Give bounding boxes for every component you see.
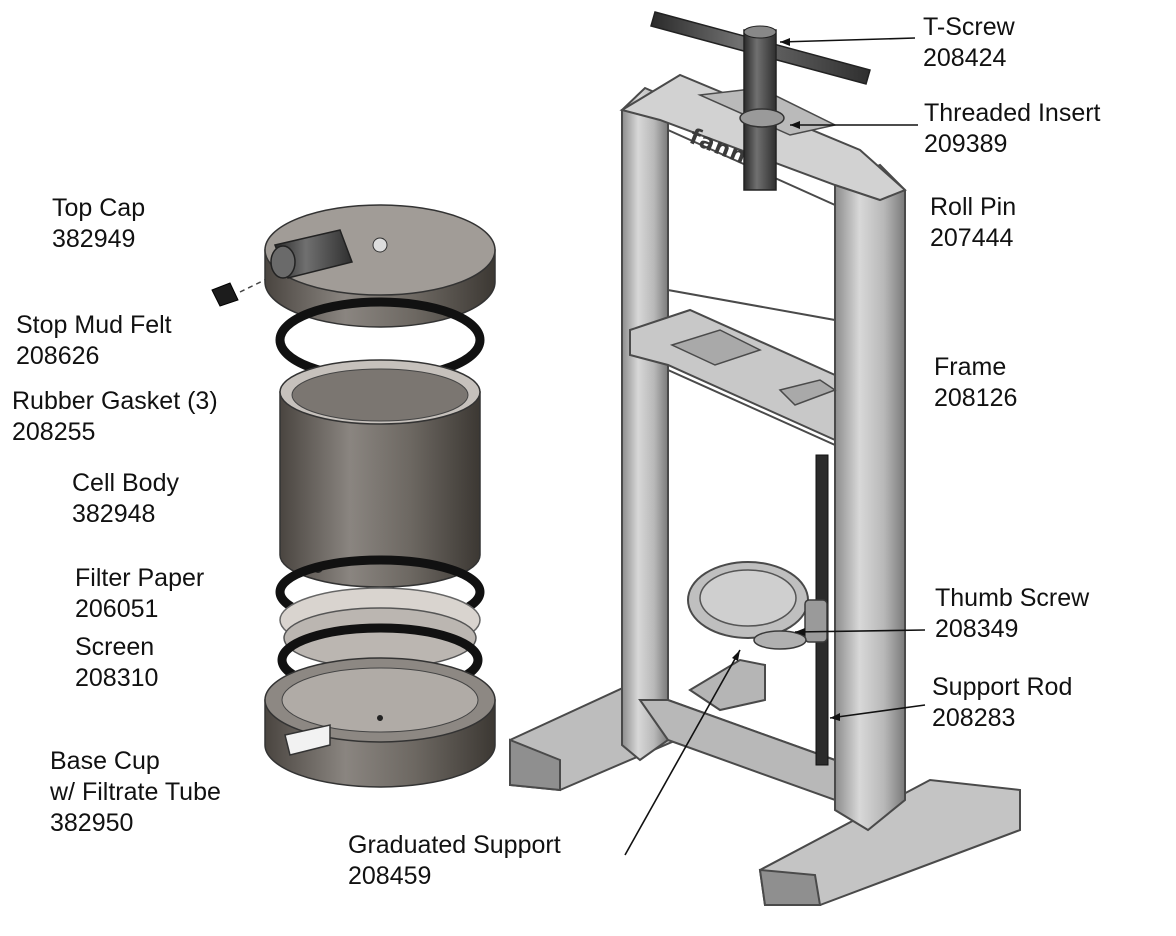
base-cup-shape <box>264 657 496 788</box>
label-rubber-gasket: Rubber Gasket (3) 208255 <box>12 386 218 448</box>
part-number: 208283 <box>932 704 1016 732</box>
label-thumb-screw: Thumb Screw 208349 <box>935 583 1089 645</box>
label-graduated-support: Graduated Support 208459 <box>348 830 561 892</box>
label-cell-body: Cell Body 382948 <box>72 468 179 530</box>
label-threaded-insert: Threaded Insert 209389 <box>924 98 1101 160</box>
part-name: Top Cap <box>52 194 146 222</box>
label-roll-pin: Roll Pin 207444 <box>930 192 1016 254</box>
part-name: Cell Body <box>72 469 179 497</box>
cell-body-shape <box>279 359 481 588</box>
part-number: 208126 <box>934 384 1018 412</box>
part-name: Rubber Gasket (3) <box>12 387 218 415</box>
part-name: T-Screw <box>923 13 1015 41</box>
label-frame: Frame 208126 <box>934 352 1017 414</box>
part-name: Roll Pin <box>930 193 1017 221</box>
part-number: 382948 <box>72 500 156 528</box>
part-name-2: w/ Filtrate Tube <box>50 778 221 806</box>
label-stop-mud-felt: Stop Mud Felt 208626 <box>16 310 172 372</box>
part-number: 208424 <box>923 44 1007 72</box>
part-name: Support Rod <box>932 673 1073 701</box>
part-name: Base Cup <box>50 747 160 775</box>
label-filter-paper: Filter Paper 206051 <box>75 563 204 625</box>
part-number: 209389 <box>924 130 1008 158</box>
part-number: 208459 <box>348 862 432 890</box>
stop-mud-felt-shape <box>211 282 239 307</box>
label-screen: Screen 208310 <box>75 632 158 694</box>
label-base-cup: Base Cup w/ Filtrate Tube 382950 <box>50 746 221 839</box>
part-name: Threaded Insert <box>924 99 1101 127</box>
part-number: 206051 <box>75 595 159 623</box>
label-t-screw: T-Screw 208424 <box>923 12 1015 74</box>
part-name: Frame <box>934 353 1007 381</box>
label-support-rod: Support Rod 208283 <box>932 672 1072 734</box>
threaded-insert-shape <box>739 108 785 128</box>
part-number: 208255 <box>12 418 96 446</box>
label-top-cap: Top Cap 382949 <box>52 193 145 255</box>
part-name: Filter Paper <box>75 564 205 592</box>
part-name: Stop Mud Felt <box>16 311 172 339</box>
part-number: 382949 <box>52 225 136 253</box>
top-cap-shape <box>264 204 496 328</box>
part-name: Thumb Screw <box>935 584 1090 612</box>
part-number: 208310 <box>75 664 159 692</box>
part-number: 208349 <box>935 615 1019 643</box>
part-name: Graduated Support <box>348 831 561 859</box>
part-number: 208626 <box>16 342 100 370</box>
part-name: Screen <box>75 633 155 661</box>
leader-lines <box>624 37 926 856</box>
part-number: 207444 <box>930 224 1014 252</box>
part-number: 382950 <box>50 809 134 837</box>
